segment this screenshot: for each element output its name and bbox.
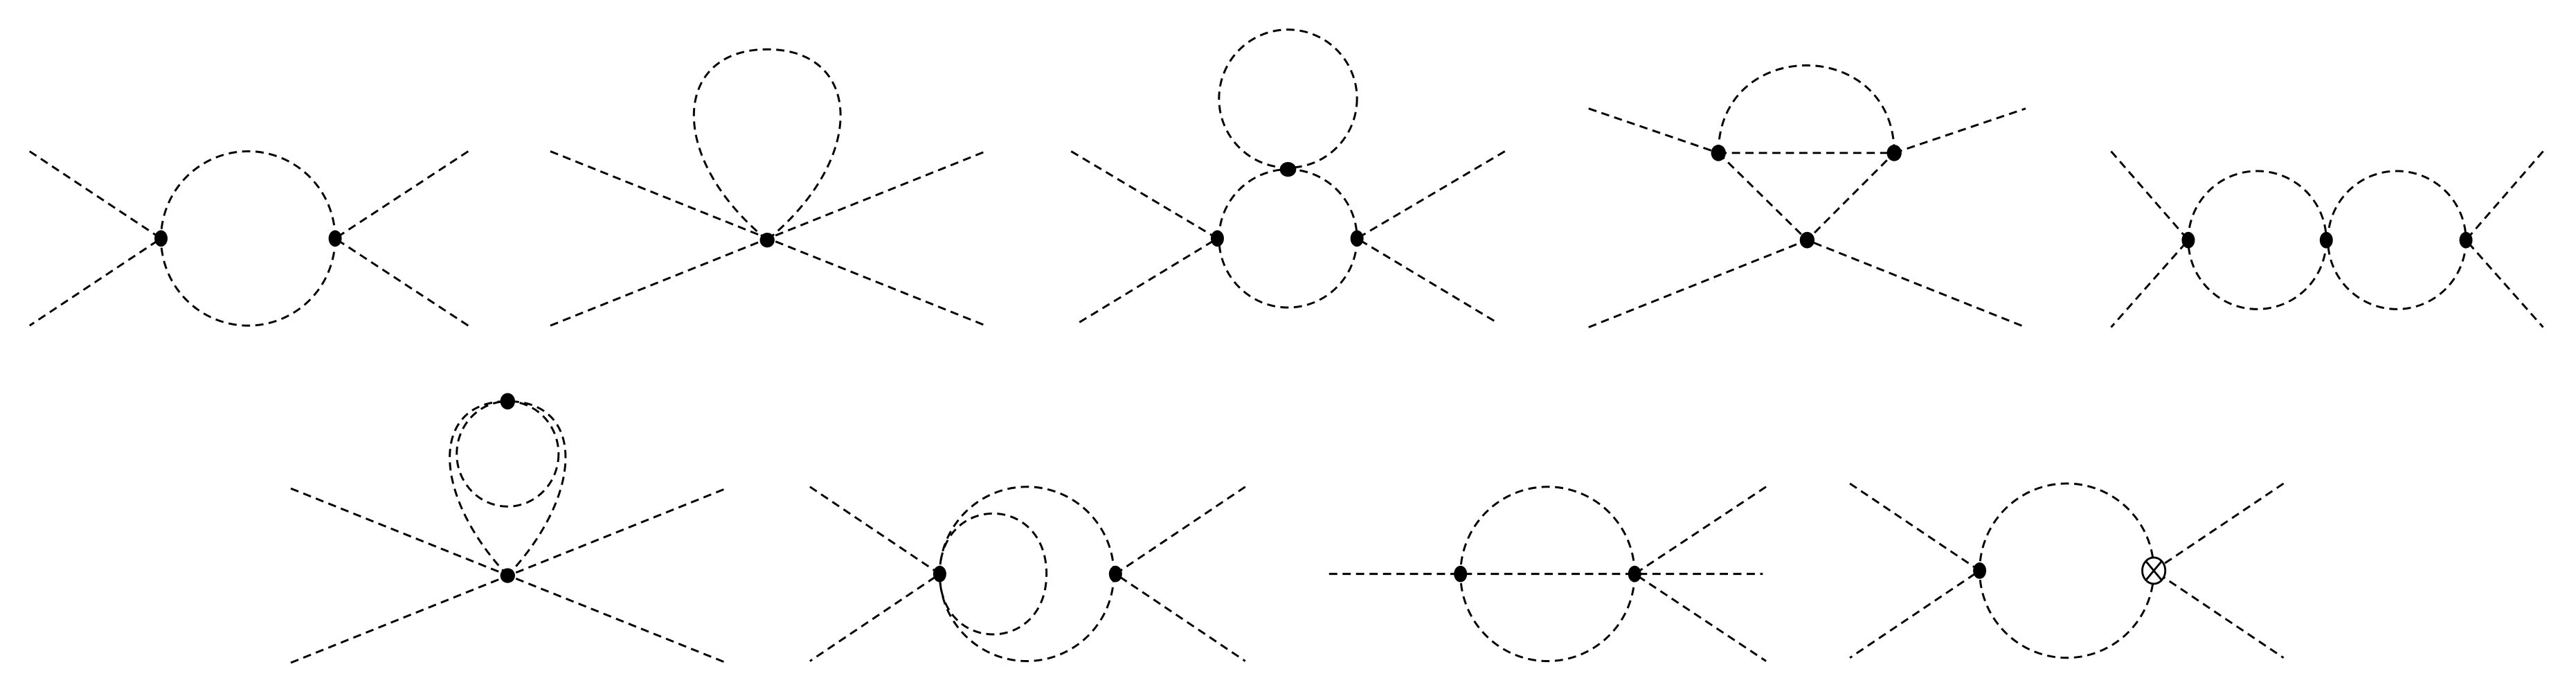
vertex-dot [2319,231,2333,249]
vertex-dot [2181,231,2195,249]
diagram-tadpole [550,48,987,327]
vertex-dot [2459,231,2473,249]
external-leg [28,150,163,327]
loop [938,512,1048,636]
vertex-dot [1799,231,1815,249]
external-leg [1070,150,1220,323]
diagram-triangle [1588,64,2026,328]
external-leg [2110,150,2190,328]
loop [160,150,336,327]
diagram-bubble-inner-loop [809,486,1246,662]
external-leg [333,150,469,327]
vertex-dot [1279,161,1297,177]
external-leg [2152,482,2285,659]
vertex-dot [933,565,946,582]
vertex-dot [759,232,775,248]
vertex-dot [500,568,515,583]
loop [1218,168,1358,309]
external-leg [1113,486,1246,662]
vertex-dot [1350,230,1364,247]
vertex-dot [1454,565,1468,582]
diagram-through-line [1328,486,1767,662]
internal-line [1718,152,1895,242]
external-leg [1588,107,1719,154]
external-leg [2465,150,2544,328]
diagram-bubble [28,150,469,327]
diagram-operator-insertion [1849,482,2285,659]
loop [449,400,567,577]
external-leg [1632,486,1767,662]
diagram-bubble-with-tadpole [1070,28,1506,323]
loop [938,486,1115,662]
vertex-dot [1886,144,1902,161]
vertex-dot [1628,565,1641,582]
diagram-bubble-chain [2110,150,2544,328]
loop [1979,482,2155,659]
vertex-dot [328,230,342,247]
loop [2327,170,2467,310]
vertex-dot [154,230,168,247]
external-leg [1849,482,1982,659]
loop [1218,28,1358,169]
loop [456,400,560,508]
loop-arc [1717,64,1895,153]
loop [692,48,842,241]
vertex-dot [1210,230,1224,247]
vertex-dot [1108,565,1122,582]
loop [2187,170,2327,310]
external-leg [1355,150,1506,323]
vertex-dot [500,393,515,410]
external-leg [1588,239,2026,328]
vertex-dot [1973,562,1987,579]
vertex-dot [1711,144,1726,161]
external-leg [809,486,942,662]
external-leg [1893,107,2026,154]
circled-times-icon [2141,556,2167,585]
diagram-nested-tadpole [290,393,727,664]
